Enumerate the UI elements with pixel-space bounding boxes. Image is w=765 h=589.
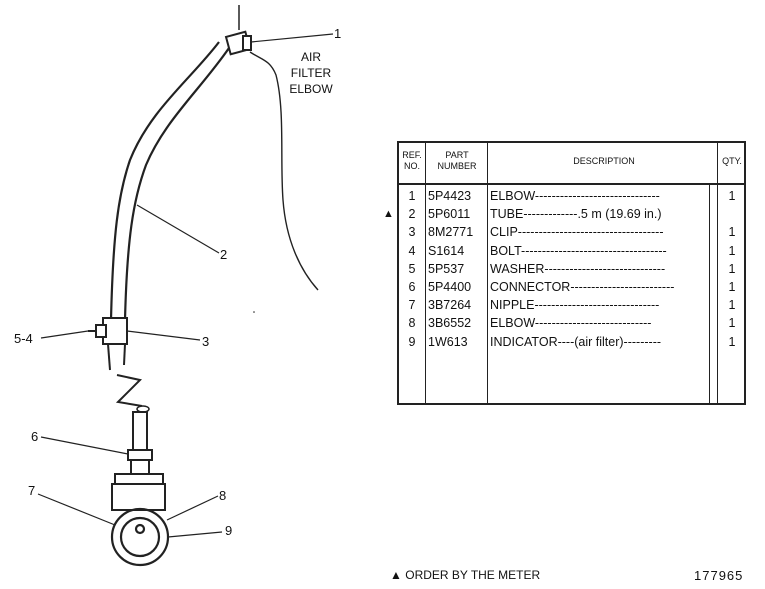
qty-cell: 1 (728, 225, 736, 240)
header-description: DESCRIPTION (573, 156, 635, 166)
qty-cell: 1 (728, 298, 736, 313)
qty-cell: 1 (728, 243, 736, 258)
part-cell: 1W613 (428, 334, 468, 349)
callout-7: 7 (28, 483, 36, 498)
tube-lower (107, 343, 126, 371)
tube-part (109, 41, 230, 321)
qty-cell: 1 (728, 316, 736, 331)
qty-cell: 1 (728, 279, 736, 294)
indicator-part (110, 507, 170, 567)
callout-1: 1 (334, 26, 342, 41)
leader-lines (37, 33, 334, 538)
parts-list-table: REF. NO. PART NUMBER DESCRIPTION QTY. 1 … (383, 141, 746, 405)
table-row: 8 3B6552 ELBOW--------------------------… (399, 314, 744, 332)
part-cell: 5P537 (428, 261, 465, 276)
ref-cell: 9 (408, 334, 416, 349)
ref-cell: 2 (408, 207, 416, 222)
label-line-2: FILTER (290, 66, 332, 80)
callout-6: 6 (31, 429, 39, 444)
part-cell: 3B6552 (428, 316, 472, 331)
table-row: 9 1W613 INDICATOR----(air filter)-------… (399, 333, 744, 351)
desc-inner-divider (709, 183, 710, 403)
desc-cell: CONNECTOR------------------------- (490, 279, 675, 294)
callout-9: 9 (225, 523, 233, 538)
footnote: ▲ ORDER BY THE METER (390, 568, 540, 582)
ref-cell: 7 (408, 298, 416, 313)
ref-cell: 8 (408, 316, 416, 331)
part-cell: 5P4423 (428, 189, 472, 203)
table-row: 7 3B7264 NIPPLE-------------------------… (399, 296, 744, 314)
col-divider (487, 143, 488, 403)
header-qty: QTY. (722, 156, 742, 166)
break-symbol (115, 374, 143, 407)
desc-cell: ELBOW---------------------------- (490, 316, 652, 331)
hose-line (249, 51, 319, 291)
desc-cell: INDICATOR----(air filter)--------- (490, 334, 662, 349)
table-rows: 1 5P4423 ELBOW--------------------------… (383, 187, 744, 351)
triangle-marker-icon: ▲ (390, 568, 402, 582)
ref-cell: 5 (408, 261, 416, 276)
label-line-1: AIR (300, 50, 321, 64)
footnote-text: ORDER BY THE METER (405, 568, 541, 582)
callout-3: 3 (202, 334, 210, 349)
header-part-number: PART NUMBER (437, 150, 477, 171)
part-cell: 3B7264 (428, 298, 472, 313)
desc-cell: TUBE-------------.5 m (19.69 in.) (490, 207, 662, 222)
connector-part (127, 411, 153, 475)
ref-cell: 6 (408, 279, 416, 294)
meter-marker: ▲ (383, 208, 394, 221)
part-cell: 5P6011 (428, 207, 471, 222)
table-header: REF. NO. PART NUMBER DESCRIPTION QTY. (399, 143, 744, 185)
desc-cell: BOLT----------------------------------- (490, 243, 667, 258)
table-row: 5 5P537 WASHER--------------------------… (399, 260, 744, 278)
qty-cell: 1 (728, 334, 736, 349)
qty-cell: 1 (728, 189, 736, 203)
ref-cell: 1 (408, 189, 416, 203)
desc-cell: ELBOW------------------------------ (490, 189, 660, 203)
callout-5-4: 5-4 (14, 331, 33, 346)
part-cell: S1614 (428, 243, 465, 258)
clip-part (88, 317, 128, 345)
part-cell: 8M2771 (428, 225, 474, 240)
header-ref-no: REF. NO. (402, 150, 422, 171)
label-line-3: ELBOW (289, 82, 333, 96)
parts-drawing (37, 5, 334, 567)
table-row: ▲ 2 5P6011 TUBE-------------.5 m (19.69 … (383, 205, 744, 223)
callout-8: 8 (219, 488, 227, 503)
ref-cell: 4 (408, 243, 416, 258)
col-divider (717, 143, 718, 403)
illustration-number: 177965 (694, 568, 744, 583)
ref-cell: 3 (408, 225, 416, 240)
qty-cell: 1 (728, 261, 736, 276)
table-row: 4 S1614 BOLT----------------------------… (399, 242, 744, 260)
table-row: 1 5P4423 ELBOW--------------------------… (399, 187, 744, 205)
table-row: 3 8M2771 CLIP---------------------------… (399, 223, 744, 241)
part-cell: 5P4400 (428, 279, 472, 294)
callout-2: 2 (220, 247, 228, 262)
desc-cell: CLIP----------------------------------- (490, 225, 664, 240)
table-row: 6 5P4400 CONNECTOR----------------------… (399, 278, 744, 296)
air-filter-elbow-label: AIR FILTER ELBOW (281, 49, 341, 97)
col-divider (425, 143, 426, 403)
desc-cell: NIPPLE------------------------------ (490, 298, 660, 313)
desc-cell: WASHER----------------------------- (490, 261, 666, 276)
elbow-body-part (111, 473, 166, 511)
elbow-part (224, 30, 252, 56)
